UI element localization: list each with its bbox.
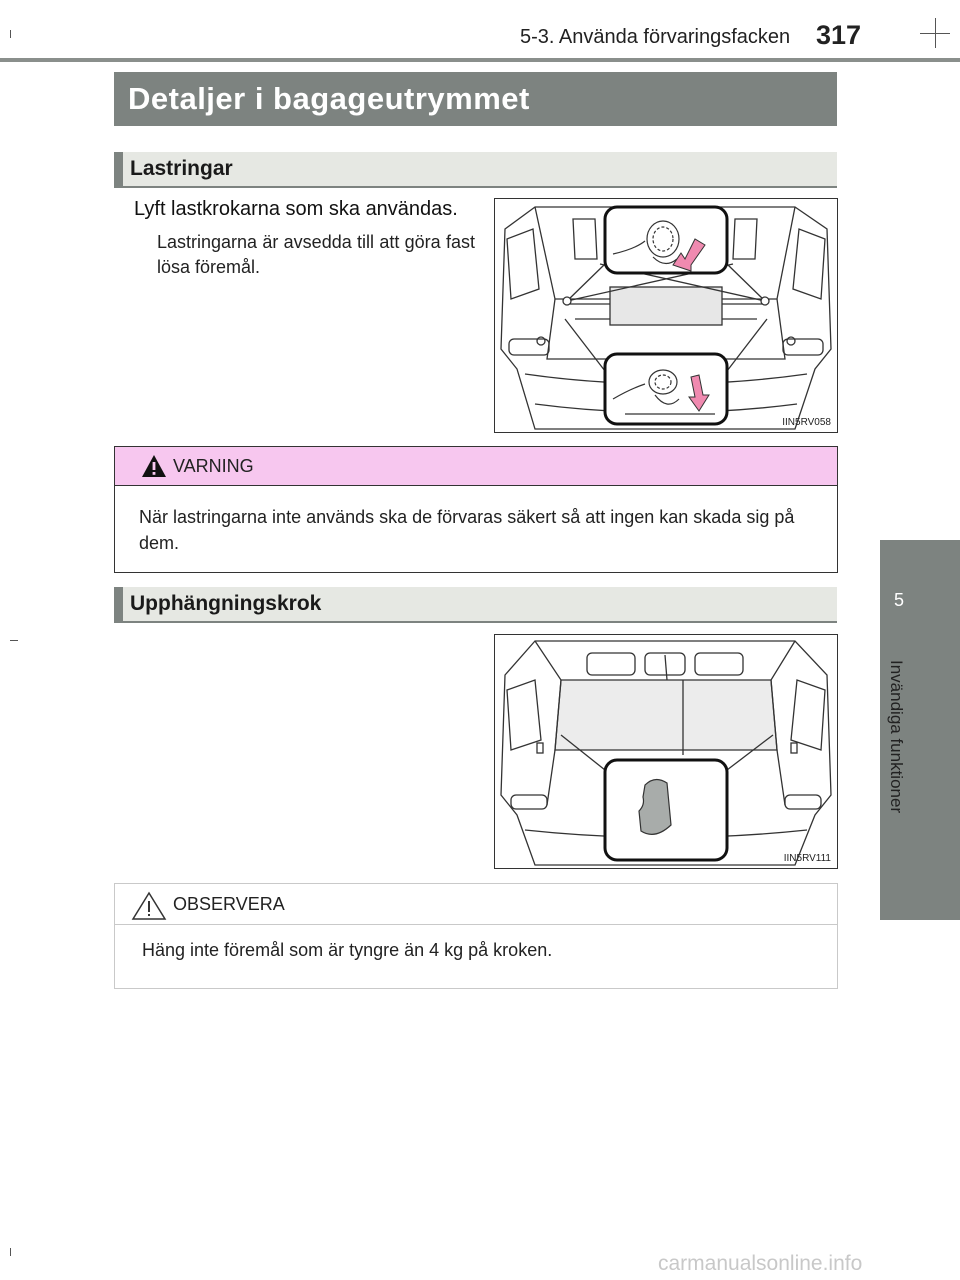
chapter-number: 5 <box>893 590 904 610</box>
warning-box: VARNING När lastringarna inte används sk… <box>114 446 838 573</box>
warning-header: VARNING <box>115 447 837 486</box>
description-text: Lastringarna är avsedda till att göra fa… <box>157 232 475 277</box>
title-bar: Detaljer i bagageutrymmet <box>114 72 837 126</box>
chapter-tab: 5 <box>880 540 960 920</box>
lastringar-heading: Lastringar <box>130 157 233 180</box>
page-number: 317 <box>816 20 862 50</box>
cargo-tie-down-illustration <box>500 205 832 430</box>
header-rule <box>0 58 960 62</box>
crop-mark <box>10 30 11 38</box>
notice-label: OBSERVERA <box>173 894 285 914</box>
cargo-tie-down-figure: IIN5RV058 <box>494 198 838 433</box>
crop-mark <box>10 1248 11 1256</box>
crop-mark <box>920 33 950 34</box>
warning-text: När lastringarna inte används ska de för… <box>139 507 795 553</box>
notice-header: OBSERVERA <box>115 884 837 925</box>
notice-text: Häng inte föremål som är tyngre än 4 kg … <box>142 940 553 960</box>
crop-mark <box>10 640 18 641</box>
hook-heading-bar: Upphängningskrok <box>114 587 837 623</box>
hook-heading: Upphängningskrok <box>130 592 322 615</box>
watermark: carmanualsonline.info <box>658 1252 863 1275</box>
figure-code: IIN5RV111 <box>783 853 831 864</box>
notice-box: OBSERVERA Häng inte föremål som är tyngr… <box>114 883 838 989</box>
warning-label: VARNING <box>173 456 254 476</box>
step-text: Lyft lastkrokarna som ska användas. <box>134 198 458 220</box>
bag-hook-figure: IIN5RV111 <box>494 634 838 869</box>
page-title: Detaljer i bagageutrymmet <box>128 81 530 116</box>
figure-code: IIN5RV058 <box>782 417 831 428</box>
lastringar-heading-bar: Lastringar <box>114 152 837 188</box>
caution-icon <box>131 891 167 920</box>
section-header: 5-3. Använda förvaringsfacken <box>520 26 791 48</box>
warning-icon <box>142 455 166 477</box>
chapter-label: Invändiga funktioner <box>887 660 906 814</box>
bag-hook-illustration <box>500 640 832 866</box>
